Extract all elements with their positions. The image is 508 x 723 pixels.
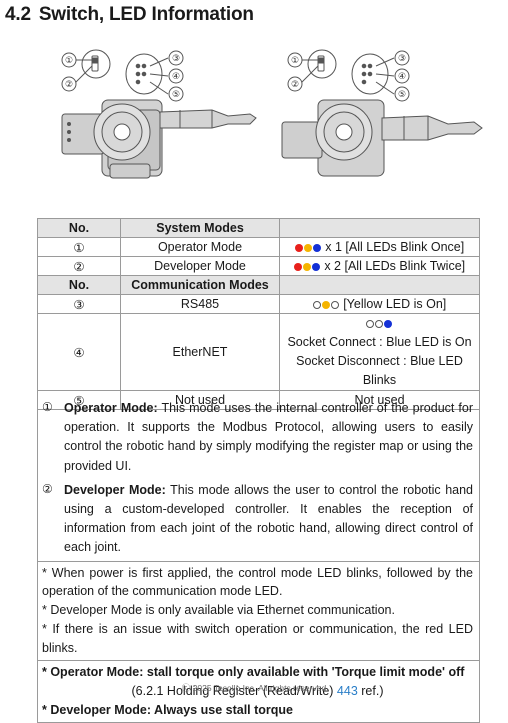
robot-hand-figure-right: ① ② ③ ④ ⑤ <box>278 44 498 194</box>
system-modes-header: No. System Modes <box>37 218 480 238</box>
callout-4: ④ <box>172 72 180 82</box>
row-led-status: x 1 [All LEDs Blink Once] <box>279 237 480 257</box>
general-notes-box: * When power is first applied, the contr… <box>37 561 480 661</box>
section-number: 4.2 <box>5 4 31 25</box>
row-number: ③ <box>37 294 121 314</box>
holding-register-reference: (6.2.1 Holding Register (Read/Write) 443… <box>131 683 384 698</box>
socket-disconnect-text: Socket Disconnect : Blue LED Blinks <box>296 354 463 387</box>
yellow-led-icon <box>302 262 311 271</box>
power-on-note: * When power is first applied, the contr… <box>42 565 473 599</box>
yellow-led-icon <box>303 243 312 252</box>
callout-1: ① <box>65 56 73 66</box>
robot-hand-illustration-left: ① ② ③ ④ ⑤ <box>61 49 257 179</box>
blue-led-icon <box>312 243 321 252</box>
robot-hand-illustration-right: ① ② ③ ④ ⑤ <box>281 49 483 177</box>
led-description: x 1 [All LEDs Blink Once] <box>321 240 465 254</box>
blue-led-icon <box>311 262 320 271</box>
mode-notes: ① Operator Mode: This mode uses the inte… <box>37 397 480 723</box>
row-number: ② <box>37 256 121 276</box>
mode-description-box: ① Operator Mode: This mode uses the inte… <box>37 397 480 562</box>
reference-page-link[interactable]: 443 <box>336 683 358 698</box>
off-led-icon <box>375 319 383 328</box>
header-no: No. <box>37 218 121 238</box>
operator-mode-text: This mode uses the internal controller o… <box>64 401 474 473</box>
table-row-operator: ① Operator Mode x 1 [All LEDs Blink Once… <box>37 237 480 257</box>
callout-1: ① <box>291 56 299 66</box>
off-led-icon <box>330 300 339 309</box>
header-no: No. <box>37 275 121 295</box>
row-mode: Not used <box>120 390 280 410</box>
section-title: 4.2 Switch, LED Information <box>5 4 254 26</box>
off-led-icon <box>312 300 321 309</box>
communication-modes-header: No. Communication Modes <box>37 275 480 295</box>
callout-5: ⑤ <box>172 90 180 100</box>
yellow-led-icon <box>321 300 330 309</box>
red-led-note: * If there is an issue with switch opera… <box>42 622 473 655</box>
row-led-status: Not used <box>279 390 480 410</box>
robot-hand-figure-left: ① ② ③ ④ ⑤ <box>52 44 272 194</box>
section-heading: Switch, LED Information <box>38 4 254 25</box>
callout-3: ③ <box>172 54 180 64</box>
led-mode-table: No. System Modes ① Operator Mode x 1 [Al… <box>37 218 480 410</box>
row-mode: RS485 <box>120 294 280 314</box>
row-mode: Developer Mode <box>120 256 280 276</box>
ethernet-only-note: * Developer Mode is only available via E… <box>42 603 395 618</box>
led-description: [Yellow LED is On] <box>339 297 447 311</box>
row-led-status: [Yellow LED is On] <box>279 294 480 314</box>
developer-mode-label: Developer Mode: <box>64 482 166 497</box>
header-led <box>279 218 480 238</box>
callout-4: ④ <box>398 72 406 82</box>
note-marker: ② <box>42 481 53 496</box>
table-row-rs485: ③ RS485 [Yellow LED is On] <box>37 294 480 314</box>
row-led-status: Socket Connect : Blue LED is On Socket D… <box>279 313 480 391</box>
header-system-modes: System Modes <box>120 218 280 238</box>
callout-2: ② <box>65 80 73 90</box>
operator-mode-note: ① Operator Mode: This mode uses the inte… <box>38 397 479 479</box>
table-row-unused: ⑤ Not used Not used <box>37 390 480 410</box>
off-led-icon <box>366 319 374 328</box>
callout-5: ⑤ <box>398 90 406 100</box>
row-number: ④ <box>37 313 121 391</box>
developer-mode-note: ② Developer Mode: This mode allows the u… <box>38 479 479 561</box>
table-row-ethernet: ④ EtherNET Socket Connect : Blue LED is … <box>37 313 480 391</box>
red-led-icon <box>294 243 303 252</box>
row-mode: EtherNET <box>120 313 280 391</box>
red-led-icon <box>293 262 302 271</box>
row-number: ⑤ <box>37 390 121 410</box>
operator-torque-note: * Operator Mode: stall torque only avail… <box>42 664 465 679</box>
operator-mode-label: Operator Mode: <box>64 401 158 415</box>
blue-led-icon <box>384 319 392 328</box>
table-row-developer: ② Developer Mode x 2 [All LEDs Blink Twi… <box>37 256 480 276</box>
led-description: x 2 [All LEDs Blink Twice] <box>320 259 466 273</box>
callout-3: ③ <box>398 54 406 64</box>
copyright-footer: ⓒ 2025 Tesollo Inc. All rights reserved <box>181 683 327 693</box>
developer-mode-text: This mode allows the user to control the… <box>64 482 473 555</box>
header-led <box>279 275 480 295</box>
header-communication-modes: Communication Modes <box>120 275 280 295</box>
note-marker: ① <box>42 400 53 414</box>
row-mode: Operator Mode <box>120 237 280 257</box>
callout-2: ② <box>291 80 299 90</box>
developer-torque-note: * Developer Mode: Always use stall torqu… <box>42 702 293 717</box>
row-led-status: x 2 [All LEDs Blink Twice] <box>279 256 480 276</box>
row-number: ① <box>37 237 121 257</box>
socket-connect-text: Socket Connect : Blue LED is On <box>287 335 472 349</box>
